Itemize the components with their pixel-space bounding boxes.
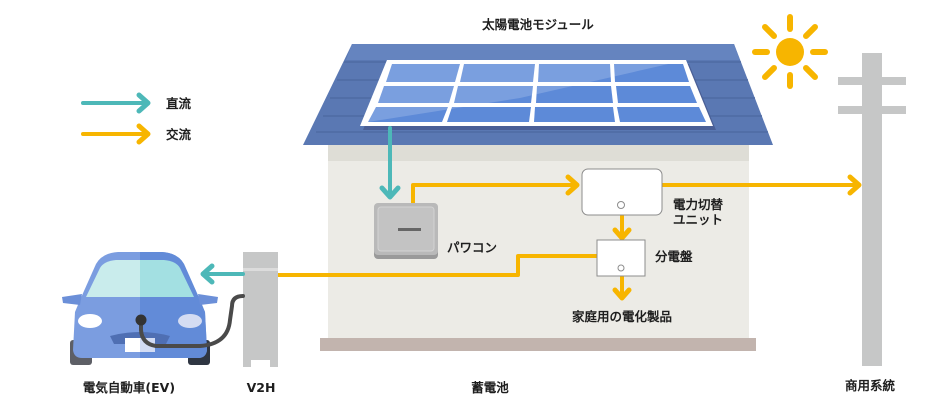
legend-ac-arrow (81, 123, 151, 145)
charging-cable (135, 294, 245, 348)
ac-lines (276, 174, 862, 301)
switch-unit-label-line1: 電力切替 (672, 197, 724, 212)
ac-line-pcs-to-switch (411, 183, 578, 207)
power-conditioner-label: パワコン (447, 240, 498, 255)
home-appliances-label: 家庭用の電化製品 (571, 309, 673, 324)
ev-car-icon (62, 252, 218, 365)
dc-arrow-panel-to-pcs (379, 126, 401, 200)
v2h-label: V2H (246, 380, 276, 395)
utility-pole-icon (838, 53, 906, 366)
solar-module-title: 太陽電池モジュール (482, 17, 594, 32)
legend-ac-label: 交流 (166, 127, 192, 142)
storage-battery-label: 蓄電池 (471, 380, 509, 395)
distribution-board-label: 分電盤 (655, 249, 693, 264)
dc-arrow-v2h-to-ev (200, 263, 245, 285)
house-eave-shadow (328, 145, 749, 161)
power-conditioner-icon (374, 203, 438, 259)
switch-unit-label-line2: ユニット (672, 212, 724, 227)
sun-icon (752, 14, 828, 89)
v2h-unit-icon (243, 252, 278, 368)
distribution-board-icon (596, 239, 646, 277)
ev-label: 電気自動車(EV) (82, 380, 176, 395)
power-switch-unit-icon (581, 168, 663, 216)
legend-dc-label: 直流 (166, 96, 192, 111)
house-base (320, 338, 756, 351)
solar-panel-icon (360, 60, 716, 130)
legend-dc-arrow (81, 92, 151, 114)
ac-line-board-to-v2h (276, 254, 599, 277)
grid-label: 商用系統 (844, 378, 896, 393)
